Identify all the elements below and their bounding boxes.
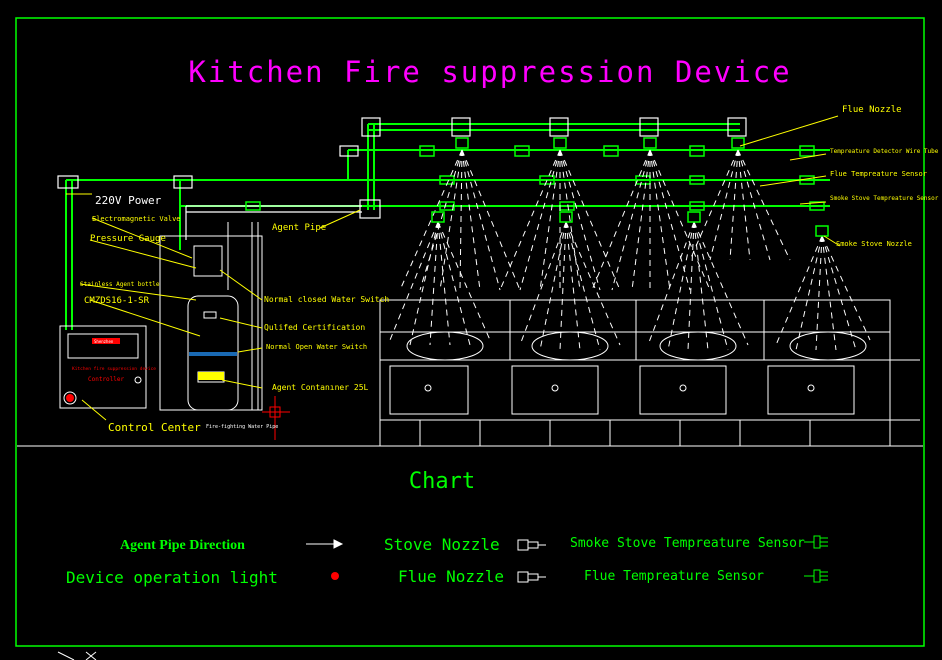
red-dot-icon bbox=[331, 572, 339, 580]
leader-lines bbox=[66, 115, 841, 421]
stove-nozzle-icon bbox=[517, 539, 546, 551]
label-temp-detector-tube: Tempreature Detector Wire Tube bbox=[830, 148, 939, 155]
nozzle-heads bbox=[431, 137, 829, 237]
controller-badge: Shenzhen bbox=[94, 339, 114, 344]
agent-cabinet bbox=[159, 222, 263, 411]
drawing-frame bbox=[15, 17, 925, 647]
pipe-network bbox=[65, 123, 830, 330]
cylinder-label-band bbox=[198, 372, 224, 380]
label-pressure-gauge: Pressure Gauge bbox=[90, 234, 166, 244]
sensor-markers bbox=[245, 145, 825, 211]
label-qualified-cert: Qulifed Certification bbox=[264, 323, 365, 332]
label-model: CMZDS16-1-SR bbox=[84, 296, 150, 306]
operation-light-icon bbox=[66, 394, 74, 402]
ucs-corner-icon bbox=[57, 651, 97, 660]
controller-text-line2: Controller bbox=[88, 376, 125, 383]
label-smoke-stove-temp-sensor: Smoke Stove Tempreature Sensor bbox=[830, 195, 939, 202]
arrow-right-icon bbox=[306, 539, 344, 549]
controller-display bbox=[92, 338, 120, 344]
label-flue-nozzle: Flue Nozzle bbox=[842, 105, 902, 115]
legend-device-operation-light: Device operation light bbox=[66, 568, 278, 587]
flue-sensor-icon bbox=[804, 569, 828, 583]
legend-flue-nozzle: Flue Nozzle bbox=[398, 567, 504, 586]
legend-smoke-stove-temp-sensor: Smoke Stove Tempreature Sensor bbox=[570, 536, 805, 551]
flue-spray-cones bbox=[399, 149, 791, 291]
callout-labels: Flue Nozzle Tempreature Detector Wire Tu… bbox=[72, 105, 939, 434]
label-fire-water-pipe: Fire-fighting Water Pipe bbox=[206, 424, 278, 430]
label-power: 220V Power bbox=[95, 194, 162, 207]
crosshair-marker bbox=[262, 396, 290, 440]
label-agent-pipe: Agent Pipe bbox=[272, 223, 326, 233]
smoke-stove-sensor-icon bbox=[804, 535, 828, 549]
label-flue-temp-sensor: Flue Tempreature Sensor bbox=[830, 170, 927, 178]
controller-box bbox=[59, 325, 147, 409]
cylinder-stripe bbox=[189, 352, 237, 356]
label-electromagnetic-valve: Electromagnetic Valve bbox=[92, 215, 181, 223]
label-agent-container: Agent Contanıner 25L bbox=[272, 383, 369, 392]
label-smoke-stove-nozzle: Smoke Stove Nozzle bbox=[836, 240, 912, 248]
stove-range bbox=[379, 299, 920, 446]
agent-pipe bbox=[57, 117, 747, 240]
label-normal-closed-switch: Normal closed Water Switch bbox=[264, 295, 389, 304]
legend-agent-pipe-direction: Agent Pipe Direction bbox=[120, 538, 245, 553]
legend-stove-nozzle: Stove Nozzle bbox=[384, 535, 500, 554]
controller-text-line1: Kitchen fire suppression device bbox=[72, 366, 156, 372]
legend-heading: Chart bbox=[409, 469, 475, 494]
label-normal-open-switch: Normal Open Water Switch bbox=[266, 343, 367, 351]
label-stainless-bottle: Stainless Agent bottle bbox=[80, 281, 160, 288]
stove-spray-cones bbox=[389, 221, 871, 351]
label-control-center: Control Center bbox=[108, 421, 201, 434]
flue-nozzle-icon bbox=[517, 571, 546, 583]
legend-flue-temp-sensor: Flue Tempreature Sensor bbox=[584, 569, 764, 584]
page-title: Kitchen Fire suppression Device bbox=[188, 55, 791, 89]
